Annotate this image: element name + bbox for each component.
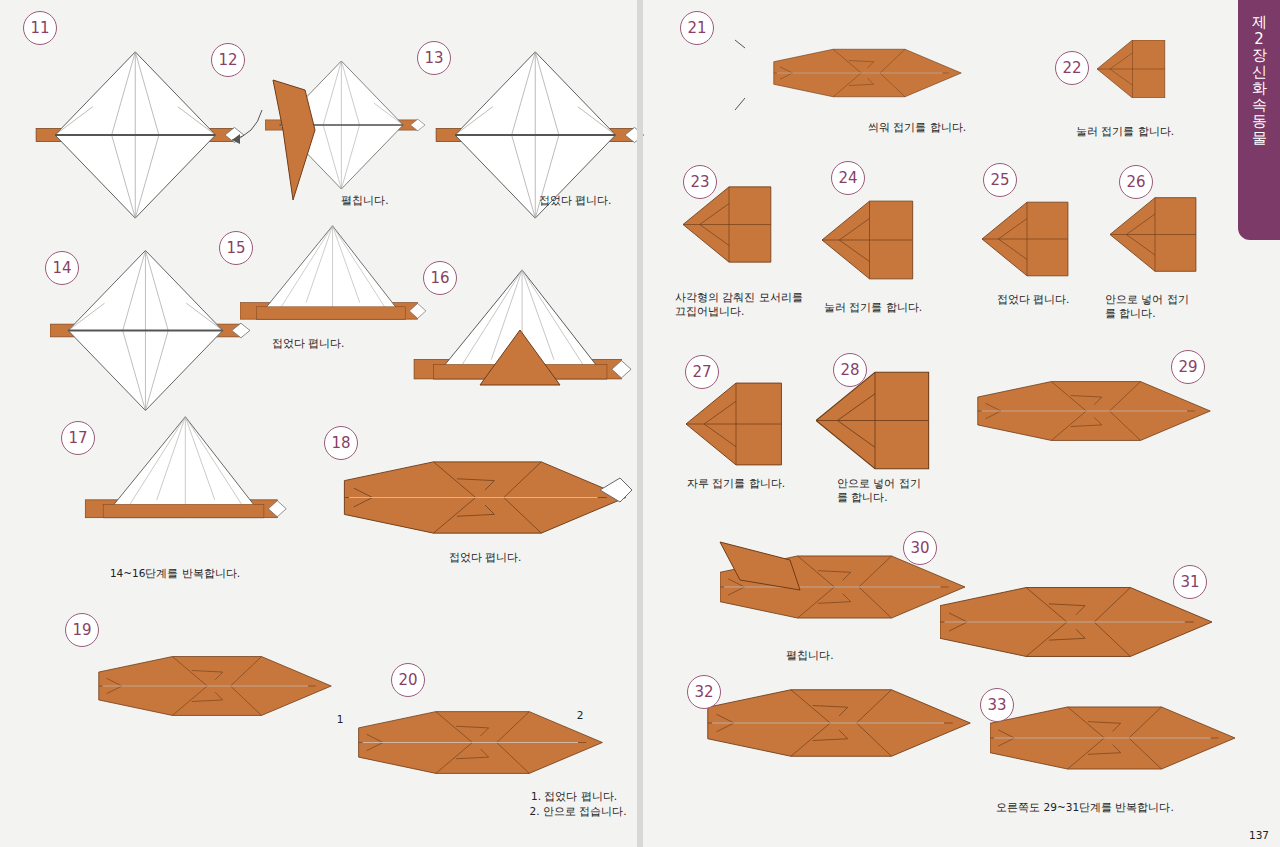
instruction-note: 펼칩니다.	[786, 648, 833, 662]
instruction-note: 1. 접었다 폅니다.	[531, 789, 617, 803]
step-number-text: 24	[838, 169, 857, 187]
step-number-text: 14	[52, 259, 71, 277]
step-number: 13	[417, 41, 451, 75]
step-number-text: 12	[218, 51, 237, 69]
step-number: 12	[211, 43, 245, 77]
step-number-text: 27	[692, 363, 711, 381]
instruction-note: 눌러 접기를 합니다.	[1076, 124, 1174, 138]
step-number-text: 22	[1062, 59, 1081, 77]
instruction-note: 2. 안으로 접습니다.	[529, 804, 626, 818]
step-number: 21	[680, 11, 714, 45]
step-number: 20	[391, 663, 425, 697]
instruction-note: 안으로 넣어 접기를 합니다.	[837, 476, 923, 504]
step-number-text: 26	[1126, 173, 1145, 191]
step-number: 31	[1173, 565, 1207, 599]
step-number: 14	[45, 251, 79, 285]
step-number-text: 13	[424, 49, 443, 67]
instruction-note: 씌워 접기를 합니다.	[868, 120, 966, 134]
step-number-text: 32	[694, 683, 713, 701]
instruction-note: 자루 접기를 합니다.	[687, 476, 785, 490]
step-number-text: 25	[990, 171, 1009, 189]
step-number: 18	[324, 426, 358, 460]
chapter-title: 제2장 신화 속 동물	[1252, 14, 1267, 226]
instruction-note: 눌러 접기를 합니다.	[824, 300, 922, 314]
step-number-text: 18	[331, 434, 350, 452]
instruction-note: 오른쪽도 29~31단계를 반복합니다.	[996, 800, 1174, 814]
step-number: 24	[831, 161, 865, 195]
step-number: 27	[685, 355, 719, 389]
instruction-note: 접었다 폅니다.	[539, 193, 612, 207]
step-number-text: 17	[68, 429, 87, 447]
step-number: 17	[61, 421, 95, 455]
step-number: 16	[423, 261, 457, 295]
step-number: 23	[683, 165, 717, 199]
step-number: 19	[65, 613, 99, 647]
instruction-note: 1	[337, 712, 344, 726]
step-number: 28	[833, 353, 867, 387]
step-number: 33	[980, 688, 1014, 722]
step-number-text: 23	[690, 173, 709, 191]
step-number-text: 21	[687, 19, 706, 37]
instruction-note: 14~16단계를 반복합니다.	[110, 566, 240, 580]
step-number-text: 29	[1178, 358, 1197, 376]
step-number-text: 33	[987, 696, 1006, 714]
step-number-text: 28	[840, 361, 859, 379]
step-number-text: 20	[398, 671, 417, 689]
step-number: 22	[1055, 51, 1089, 85]
instruction-note: 접었다 폅니다.	[997, 292, 1070, 306]
step-number: 29	[1171, 350, 1205, 384]
step-number-text: 11	[30, 19, 49, 37]
step-number: 32	[687, 675, 721, 709]
step-number: 15	[219, 231, 253, 265]
step-number-text: 30	[910, 539, 929, 557]
instruction-note: 접었다 폅니다.	[449, 550, 522, 564]
instruction-note: 접었다 폅니다.	[272, 336, 345, 350]
step-number-text: 16	[430, 269, 449, 287]
step-number-text: 19	[72, 621, 91, 639]
step-number: 11	[23, 11, 57, 45]
instruction-note: 펼칩니다.	[341, 193, 388, 207]
step-number: 25	[983, 163, 1017, 197]
step-number: 26	[1119, 165, 1153, 199]
step-number-text: 15	[226, 239, 245, 257]
instruction-note: 2	[577, 708, 584, 722]
instruction-note: 137	[1249, 828, 1269, 842]
step-number-text: 31	[1180, 573, 1199, 591]
instruction-note: 사각형의 감춰진 모서리를 끄집어냅니다.	[675, 290, 815, 318]
instruction-note: 안으로 넣어 접기를 합니다.	[1105, 292, 1191, 320]
chapter-tab: 제2장 신화 속 동물	[1238, 0, 1280, 240]
step-number: 30	[903, 531, 937, 565]
